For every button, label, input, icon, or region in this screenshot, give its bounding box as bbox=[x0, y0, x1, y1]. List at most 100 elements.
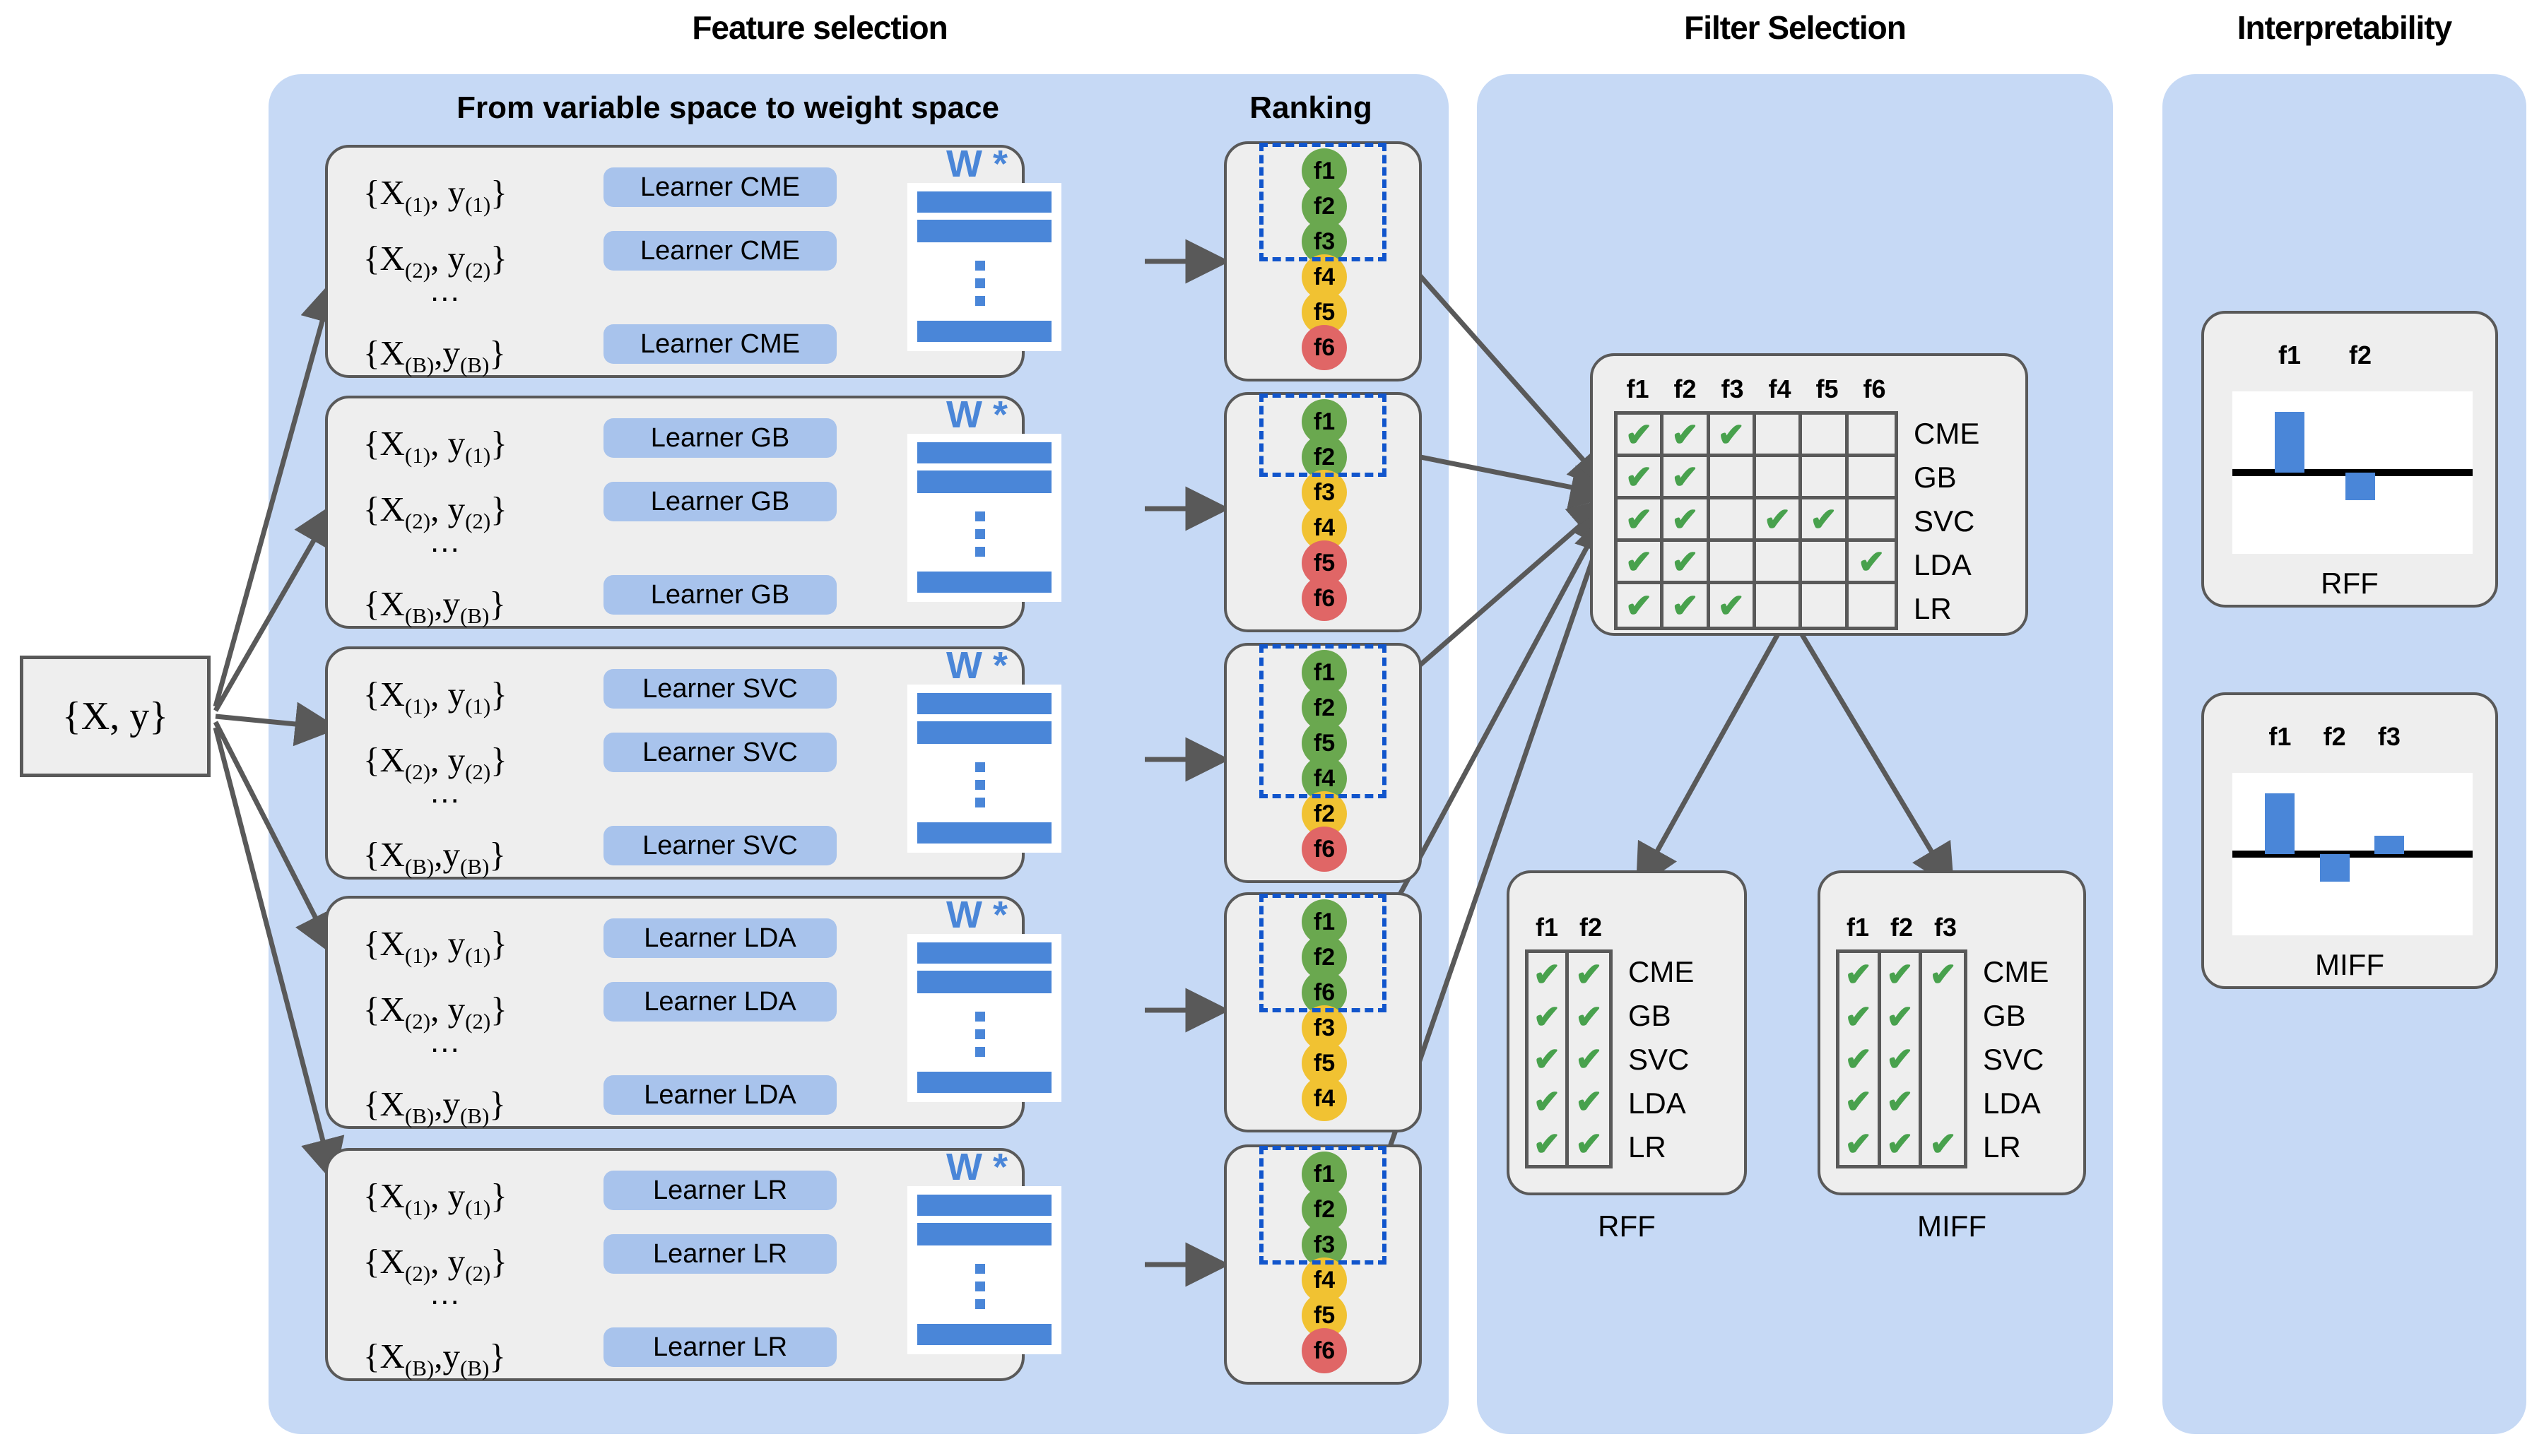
weight-bar bbox=[917, 942, 1052, 964]
matrix-cell: ✔ bbox=[1839, 1038, 1881, 1080]
check-icon: ✔ bbox=[1844, 1083, 1873, 1120]
matrix-cell: ✔ bbox=[1922, 953, 1964, 995]
learner-box[interactable]: Learner CME bbox=[603, 324, 837, 364]
chart-category-label: f1 bbox=[2278, 341, 2301, 369]
weight-bar bbox=[917, 721, 1052, 744]
matrix-cell bbox=[1802, 584, 1849, 627]
dataset-label: {X(2), y(2)} bbox=[363, 990, 507, 1034]
matrix-cell: ✔ bbox=[1529, 1080, 1569, 1123]
matrix-cell: ✔ bbox=[1881, 1038, 1923, 1080]
ranking-node: f1 bbox=[1302, 399, 1347, 444]
matrix-cell: ✔ bbox=[1663, 542, 1710, 584]
check-icon: ✔ bbox=[1858, 543, 1885, 580]
dataset-label: {X(1), y(1)} bbox=[363, 675, 507, 718]
matrix-cell: ✔ bbox=[1839, 1123, 1881, 1165]
check-icon: ✔ bbox=[1886, 956, 1914, 993]
matrix-row-header: LDA bbox=[1983, 1087, 2041, 1120]
check-icon: ✔ bbox=[1886, 1125, 1914, 1162]
weight-star-label: W * bbox=[946, 393, 1008, 436]
matrix-row-header: GB bbox=[1983, 999, 2026, 1032]
matrix-column-header: f1 bbox=[1846, 913, 1869, 942]
matrix-row-header: LR bbox=[1628, 1130, 1666, 1164]
matrix-column-header: f5 bbox=[1815, 374, 1839, 403]
check-icon: ✔ bbox=[1533, 998, 1561, 1035]
input-dataset-label: {X, y} bbox=[61, 694, 169, 738]
weight-ellipsis-dot bbox=[975, 547, 985, 557]
chart-bar bbox=[2345, 473, 2375, 500]
weight-ellipsis-dot bbox=[975, 1012, 985, 1022]
dataset-label: {X(1), y(1)} bbox=[363, 173, 507, 217]
learner-box[interactable]: Learner SVC bbox=[603, 733, 837, 772]
interpretability-title: Interpretability bbox=[2237, 9, 2453, 46]
learner-box[interactable]: Learner GB bbox=[603, 482, 837, 521]
weight-bar bbox=[917, 1195, 1052, 1216]
matrix-cell: ✔ bbox=[1529, 953, 1569, 995]
matrix-row-header: LR bbox=[1914, 592, 1952, 625]
check-icon: ✔ bbox=[1844, 956, 1873, 993]
dataset-ellipsis: ... bbox=[430, 1277, 461, 1311]
check-icon: ✔ bbox=[1625, 458, 1653, 495]
learner-box[interactable]: Learner LDA bbox=[603, 1075, 837, 1115]
weight-bar bbox=[917, 220, 1052, 242]
matrix-cell bbox=[1756, 457, 1803, 499]
weight-ellipsis-dot bbox=[975, 780, 985, 790]
weight-bar bbox=[917, 971, 1052, 993]
learner-block-card: {X(1), y(1)}{X(2), y(2)}{X(B),y(B)}...Le… bbox=[325, 644, 1061, 880]
matrix-row-header: CME bbox=[1914, 417, 1980, 450]
weight-star-label: W * bbox=[946, 894, 1008, 936]
weight-bar bbox=[917, 191, 1052, 213]
ranking-node: f4 bbox=[1302, 1076, 1347, 1121]
dataset-label: {X(2), y(2)} bbox=[363, 490, 507, 533]
learner-box[interactable]: Learner LR bbox=[603, 1327, 837, 1367]
weight-vector-panel bbox=[907, 685, 1061, 853]
matrix-cell bbox=[1802, 457, 1849, 499]
check-icon: ✔ bbox=[1929, 956, 1957, 993]
ranking-node: f6 bbox=[1302, 576, 1347, 621]
matrix-cell: ✔ bbox=[1756, 499, 1803, 542]
dataset-label: {X(1), y(1)} bbox=[363, 924, 507, 968]
matrix-row-header: SVC bbox=[1914, 504, 1975, 538]
check-icon: ✔ bbox=[1763, 500, 1791, 538]
matrix-row-header: LR bbox=[1983, 1130, 2021, 1164]
matrix-cell bbox=[1802, 415, 1849, 457]
weight-vector-panel bbox=[907, 183, 1061, 351]
matrix-row-header: CME bbox=[1983, 955, 2049, 988]
dataset-label: {X(B),y(B)} bbox=[363, 584, 506, 628]
check-icon: ✔ bbox=[1575, 998, 1603, 1035]
check-icon: ✔ bbox=[1625, 587, 1653, 624]
learner-box[interactable]: Learner CME bbox=[603, 167, 837, 207]
weight-vector-panel bbox=[907, 1186, 1061, 1354]
chart-category-label: f2 bbox=[2348, 341, 2372, 369]
dataset-ellipsis: ... bbox=[430, 1024, 461, 1059]
learner-box[interactable]: Learner CME bbox=[603, 231, 837, 271]
weight-bar bbox=[917, 442, 1052, 463]
check-icon: ✔ bbox=[1810, 500, 1837, 538]
learner-box[interactable]: Learner LR bbox=[603, 1171, 837, 1210]
ranking-node: f5 bbox=[1302, 290, 1347, 335]
learner-box[interactable]: Learner LR bbox=[603, 1234, 837, 1274]
chart-bar bbox=[2265, 793, 2295, 854]
matrix-cell: ✔ bbox=[1663, 584, 1710, 627]
weight-ellipsis-dot bbox=[975, 296, 985, 306]
check-icon: ✔ bbox=[1886, 998, 1914, 1035]
check-icon: ✔ bbox=[1671, 458, 1699, 495]
learner-box[interactable]: Learner LDA bbox=[603, 918, 837, 958]
matrix-row-header: SVC bbox=[1983, 1043, 2044, 1076]
learner-box[interactable]: Learner GB bbox=[603, 418, 837, 458]
check-icon: ✔ bbox=[1844, 998, 1873, 1035]
learner-box[interactable]: Learner SVC bbox=[603, 669, 837, 709]
check-icon: ✔ bbox=[1575, 956, 1603, 993]
learner-box[interactable]: Learner SVC bbox=[603, 826, 837, 865]
check-icon: ✔ bbox=[1533, 956, 1561, 993]
matrix-cell bbox=[1849, 584, 1895, 627]
weight-space-subtitle: From variable space to weight space bbox=[457, 90, 999, 125]
check-icon: ✔ bbox=[1844, 1041, 1873, 1077]
learner-box[interactable]: Learner LDA bbox=[603, 982, 837, 1022]
learner-box[interactable]: Learner GB bbox=[603, 575, 837, 615]
